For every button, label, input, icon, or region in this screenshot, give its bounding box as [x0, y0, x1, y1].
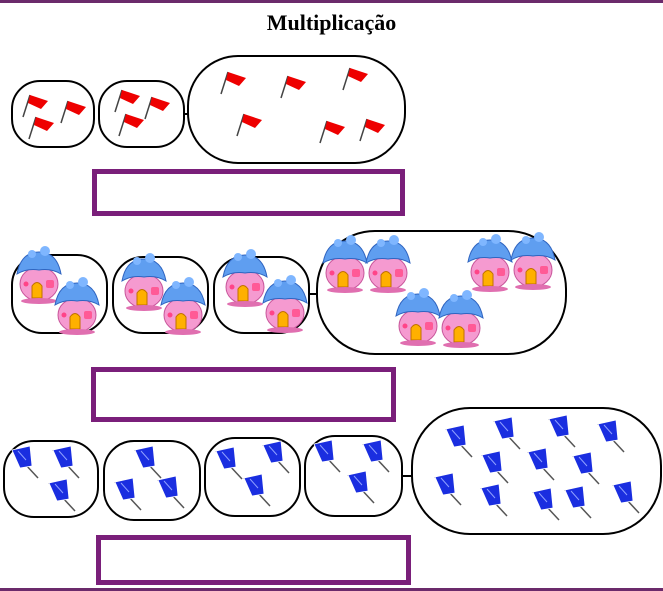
page-title: Multiplicação	[266, 10, 397, 35]
row-blue-flags	[3, 407, 662, 535]
result-bubble	[187, 55, 406, 164]
answer-box-row-1[interactable]	[92, 169, 405, 216]
row-red-flags	[11, 55, 406, 164]
bottom-border	[0, 588, 663, 591]
top-border	[0, 0, 663, 3]
answer-box-row-2[interactable]	[91, 367, 396, 422]
row-houses	[11, 230, 567, 355]
answer-box-row-3[interactable]	[96, 535, 411, 585]
group-bubble	[98, 80, 185, 148]
result-bubble	[411, 407, 662, 535]
